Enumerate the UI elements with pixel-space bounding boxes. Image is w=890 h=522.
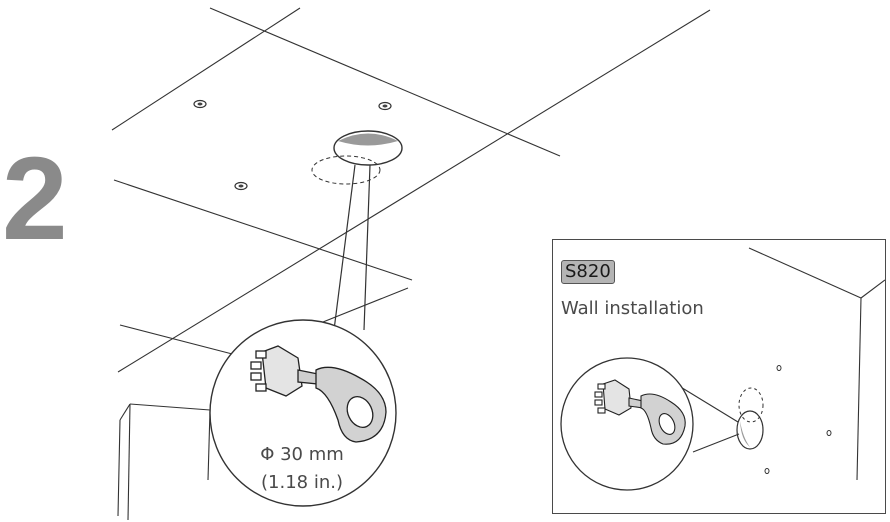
ceiling-edge-line (111, 7, 301, 131)
wall-installation-inset: S820 Wall installation (552, 239, 886, 514)
hole-diameter-label: Φ 30 mm (260, 444, 344, 465)
screw-head-icon (193, 99, 207, 109)
screw-head-icon (234, 181, 248, 191)
cable-hole-icon (311, 130, 403, 185)
ceiling-edge-line (117, 9, 711, 373)
step-number: 2 (2, 133, 68, 265)
tool-key-icon (594, 379, 686, 445)
model-badge: S820 (561, 260, 615, 284)
inset-callout-pointer (678, 385, 740, 453)
wall-edge-line (207, 409, 211, 481)
ceiling-edge-line (209, 7, 561, 157)
inset-caption: Wall installation (561, 298, 704, 319)
wall-edge-line (117, 419, 121, 517)
wall-edge-line (119, 403, 131, 421)
wall-edge-line (307, 287, 409, 329)
hole-diameter-inch-label: (1.18 in.) (261, 472, 343, 493)
inset-magnifier-circle (560, 357, 694, 491)
screw-head-icon (378, 101, 392, 111)
wall-edge-line (129, 403, 211, 411)
wall-edge-line (119, 324, 241, 357)
wall-line-art (560, 247, 885, 491)
callout-pointer (333, 164, 371, 331)
cable-hole-icon (736, 387, 764, 450)
tool-key-icon (250, 345, 387, 443)
wall-edge-line (127, 403, 131, 521)
ceiling-edge-line (113, 179, 413, 281)
screw-head-icon (764, 365, 832, 474)
